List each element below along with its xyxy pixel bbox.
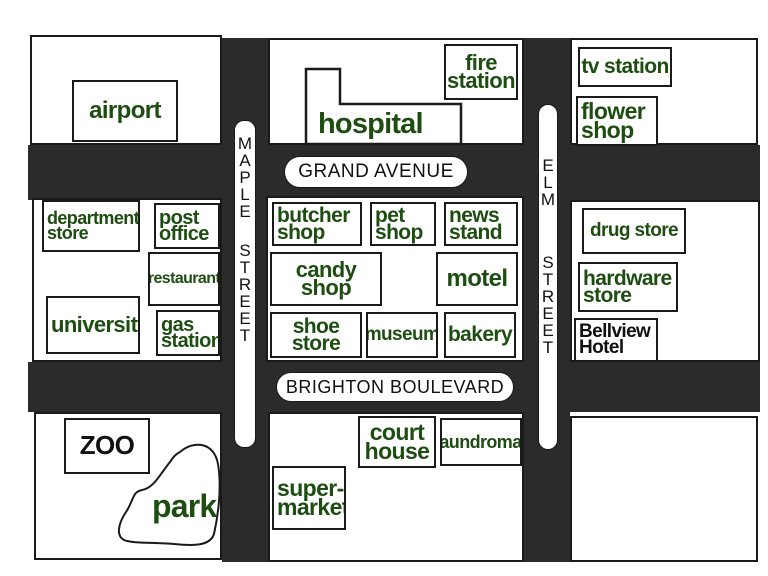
butcher-shop-label: butcher shop bbox=[272, 202, 362, 246]
maple-street-letter: S bbox=[239, 241, 251, 260]
bakery-label: bakery bbox=[444, 312, 516, 358]
butcher-shop-line-1: butcher bbox=[277, 203, 350, 227]
news-stand-label: news stand bbox=[444, 202, 518, 246]
gas-station-line-2: station bbox=[161, 330, 220, 352]
candy-shop-line-2: shop bbox=[300, 275, 352, 300]
drug-store-text: drug store bbox=[590, 220, 679, 242]
hospital-label: hospital bbox=[318, 108, 424, 140]
candy-shop-line-1: candy bbox=[295, 256, 357, 282]
court-house-line-1: court bbox=[369, 419, 425, 446]
elm-street-label: E L M S T R E E T bbox=[538, 104, 558, 450]
supermarket-line-1: super- bbox=[277, 475, 344, 502]
elm-street-letter: S bbox=[542, 253, 554, 272]
post-office-label: post office bbox=[154, 203, 220, 249]
elm-street-letter: L bbox=[543, 173, 553, 192]
hardware-store-label: hardware store bbox=[578, 262, 678, 312]
maple-street-letter: E bbox=[239, 309, 251, 328]
fire-station-line-1: fire bbox=[465, 49, 497, 75]
department-store-label: department store bbox=[42, 200, 140, 252]
fire-station-line-2: station bbox=[447, 68, 516, 93]
restaurant-label: restaurant bbox=[148, 252, 220, 306]
drug-store-label: drug store bbox=[582, 208, 686, 254]
park-label: park bbox=[152, 488, 217, 524]
maple-street-letter: E bbox=[239, 292, 251, 311]
court-house-line-2: house bbox=[364, 438, 430, 464]
news-stand-line-2: stand bbox=[449, 221, 503, 244]
elm-street-letter: E bbox=[542, 156, 554, 175]
motel-label: motel bbox=[436, 252, 518, 306]
restaurant-text: restaurant bbox=[148, 270, 220, 288]
butcher-shop-line-2: shop bbox=[277, 221, 325, 244]
airport-text: airport bbox=[89, 97, 161, 125]
zoo-text: ZOO bbox=[79, 430, 135, 461]
elm-street-letter: R bbox=[541, 287, 555, 306]
pet-shop-line-1: pet bbox=[375, 203, 405, 227]
maple-street-letter: E bbox=[239, 202, 251, 221]
fire-station-label: fire station bbox=[444, 44, 518, 100]
shoe-store-line-2: store bbox=[291, 332, 341, 355]
elm-street-letter: T bbox=[542, 270, 554, 289]
airport-label: airport bbox=[72, 80, 178, 142]
maple-street-letter: T bbox=[239, 326, 251, 345]
department-store-line-2: store bbox=[47, 223, 89, 243]
shoe-store-label: shoe store bbox=[270, 312, 362, 358]
laundromat-text: laundromat bbox=[440, 431, 522, 452]
shoe-store-line-1: shoe bbox=[292, 314, 340, 338]
elm-street-letter: E bbox=[542, 304, 554, 323]
hardware-store-line-1: hardware bbox=[583, 266, 672, 290]
tv-station-text: tv station bbox=[581, 55, 669, 79]
museum-label: museum bbox=[366, 312, 438, 358]
maple-street-letter: L bbox=[240, 185, 250, 204]
brighton-boulevard-label: BRIGHTON BOULEVARD bbox=[276, 372, 514, 402]
flower-shop-line-1: flower bbox=[581, 98, 646, 125]
flower-shop-label: flower shop bbox=[576, 96, 658, 146]
maple-street-letter: A bbox=[239, 151, 251, 170]
pet-shop-line-2: shop bbox=[375, 221, 423, 244]
supermarket-label: super- market bbox=[272, 466, 346, 530]
hospital-outline bbox=[304, 67, 463, 146]
court-house-label: court house bbox=[358, 416, 436, 468]
department-store-line-1: department bbox=[47, 208, 140, 229]
flower-shop-line-2: shop bbox=[581, 117, 634, 143]
park-text: park bbox=[152, 488, 217, 524]
tv-station-label: tv station bbox=[578, 47, 672, 87]
maple-street-letter: M bbox=[237, 134, 253, 153]
park-outline bbox=[118, 443, 221, 546]
zoo-label: ZOO bbox=[64, 418, 150, 474]
laundromat-label: laundromat bbox=[440, 418, 522, 466]
maple-street-letter: T bbox=[239, 258, 251, 277]
gas-station-label: gas station bbox=[156, 310, 220, 356]
post-office-line-2: office bbox=[159, 223, 209, 245]
gas-station-line-1: gas bbox=[161, 313, 194, 336]
post-office-line-1: post bbox=[159, 206, 199, 229]
grand-avenue-label: GRAND AVENUE bbox=[284, 156, 468, 188]
bellview-hotel-line-2: Hotel bbox=[579, 337, 624, 358]
block-bottom-right bbox=[570, 416, 758, 562]
maple-street-label: M A P L E S T R E E T bbox=[234, 120, 256, 448]
news-stand-line-1: news bbox=[449, 203, 500, 227]
university-label: university bbox=[46, 296, 140, 354]
university-text: university bbox=[51, 311, 140, 337]
maple-street-letter: P bbox=[239, 168, 251, 187]
motel-text: motel bbox=[446, 265, 508, 293]
bellview-hotel-label: Bellview Hotel bbox=[574, 318, 658, 362]
bakery-text: bakery bbox=[447, 323, 513, 347]
pet-shop-label: pet shop bbox=[370, 202, 436, 246]
candy-shop-label: candy shop bbox=[270, 252, 382, 306]
elm-street-letter: T bbox=[542, 338, 554, 357]
museum-text: museum bbox=[366, 324, 438, 346]
bellview-hotel-line-1: Bellview bbox=[579, 321, 651, 343]
elm-street-letter: M bbox=[540, 190, 556, 209]
maple-street-letter: R bbox=[238, 275, 252, 294]
elm-street-letter: E bbox=[542, 321, 554, 340]
hospital-text: hospital bbox=[318, 108, 424, 140]
supermarket-line-2: market bbox=[277, 494, 346, 520]
hardware-store-line-2: store bbox=[583, 284, 632, 307]
